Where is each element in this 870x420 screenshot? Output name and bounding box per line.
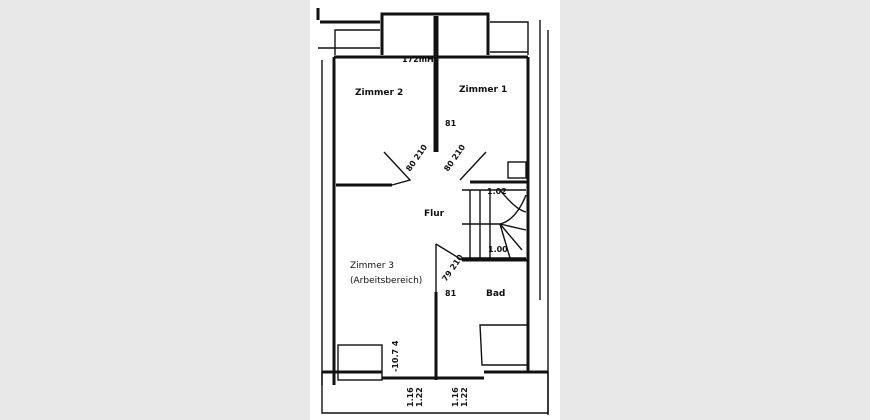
dim-bottom-left-b: 1.22 — [415, 387, 424, 407]
room-label-zimmer2: Zimmer 2 — [355, 88, 403, 98]
walls — [316, 8, 549, 415]
dim-window-left: -10.7 4 — [391, 340, 400, 372]
dim-top-height: 172mH — [402, 55, 434, 64]
room-label-bad: Bad — [486, 289, 505, 299]
room-label-zimmer3: Zimmer 3 — [350, 261, 394, 271]
dim-bottom-left-a: 1.16 — [406, 387, 415, 407]
dim-door-zimmer1-width: 81 — [445, 119, 457, 128]
dim-bottom-right-a: 1.16 — [451, 387, 460, 407]
window-niche — [337, 344, 383, 381]
dim-bottom-right-b: 1.22 — [460, 387, 469, 407]
bathtub — [479, 324, 529, 366]
dim-stair-bottom: 1.00 — [488, 245, 508, 254]
chimney — [507, 161, 527, 179]
room-label-flur: Flur — [424, 209, 445, 219]
room-label-zimmer1: Zimmer 1 — [459, 85, 507, 95]
staircase — [462, 189, 527, 259]
dim-door-bad-width: 81 — [445, 289, 457, 298]
room-label-zimmer3-sub: (Arbeitsbereich) — [350, 276, 422, 286]
dim-stair-top: 1.02 — [487, 187, 507, 196]
